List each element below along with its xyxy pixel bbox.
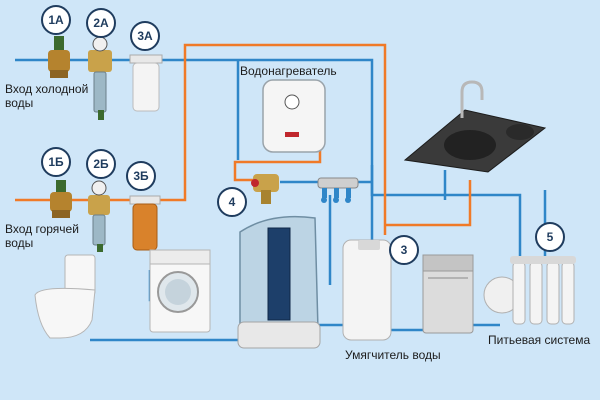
dishwasher — [422, 254, 474, 334]
badge-4: 4 — [217, 187, 247, 217]
cold-inlet-fittings — [48, 36, 163, 120]
water-heater-label: Водонагреватель — [240, 64, 337, 78]
hot-water-pipes — [15, 43, 472, 235]
hot-inlet-fittings — [50, 180, 161, 252]
badge-2a: 2А — [86, 8, 116, 38]
drinking-system-label: Питьевая система — [488, 333, 591, 347]
hot-heater-out — [233, 150, 322, 182]
toilet — [34, 254, 96, 339]
hot-inlet-line — [15, 43, 387, 235]
mixing-valve — [251, 174, 279, 204]
badge-5: 5 — [535, 222, 565, 252]
water-heater — [262, 79, 326, 153]
badge-3: 3 — [389, 235, 419, 265]
hot-sink-feed — [385, 180, 472, 227]
cold-inlet-label: Вход холодной воды — [5, 82, 89, 110]
shower-cabin — [237, 215, 321, 349]
kitchen-sink — [403, 80, 547, 173]
drinking-water-filter — [483, 256, 576, 325]
badge-3a: 3А — [130, 21, 160, 51]
hot-inlet-label: Вход горячей воды — [5, 222, 79, 250]
water-softener-unit — [342, 239, 392, 341]
badge-1a: 1А — [41, 5, 71, 35]
washing-machine — [149, 249, 211, 333]
badge-2b: 2Б — [86, 149, 116, 179]
badge-3b: 3Б — [126, 161, 156, 191]
manifold — [317, 177, 359, 203]
badge-1b: 1Б — [41, 147, 71, 177]
water-softener-label: Умягчитель воды — [345, 348, 441, 362]
